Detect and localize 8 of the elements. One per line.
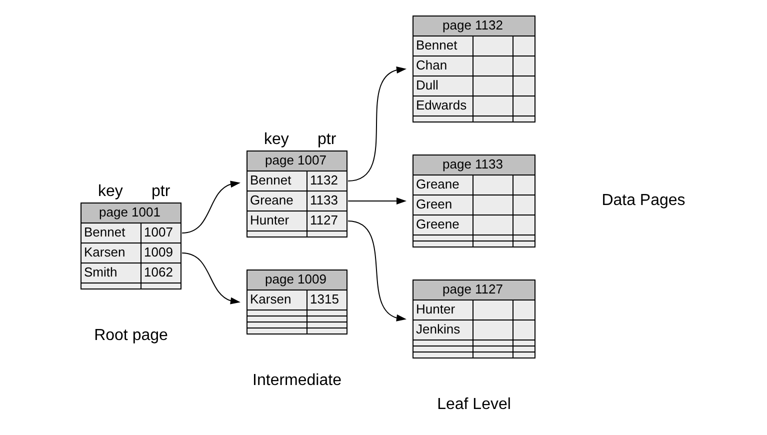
label: Intermediate <box>252 372 342 389</box>
node-label: key <box>264 130 289 148</box>
node-label: ptr <box>318 130 336 148</box>
label: Leaf Level <box>437 396 511 413</box>
node-label: ptr <box>152 182 170 200</box>
node-label: key <box>98 182 123 200</box>
label: Data Pages <box>602 192 686 209</box>
label: Root page <box>94 326 168 344</box>
